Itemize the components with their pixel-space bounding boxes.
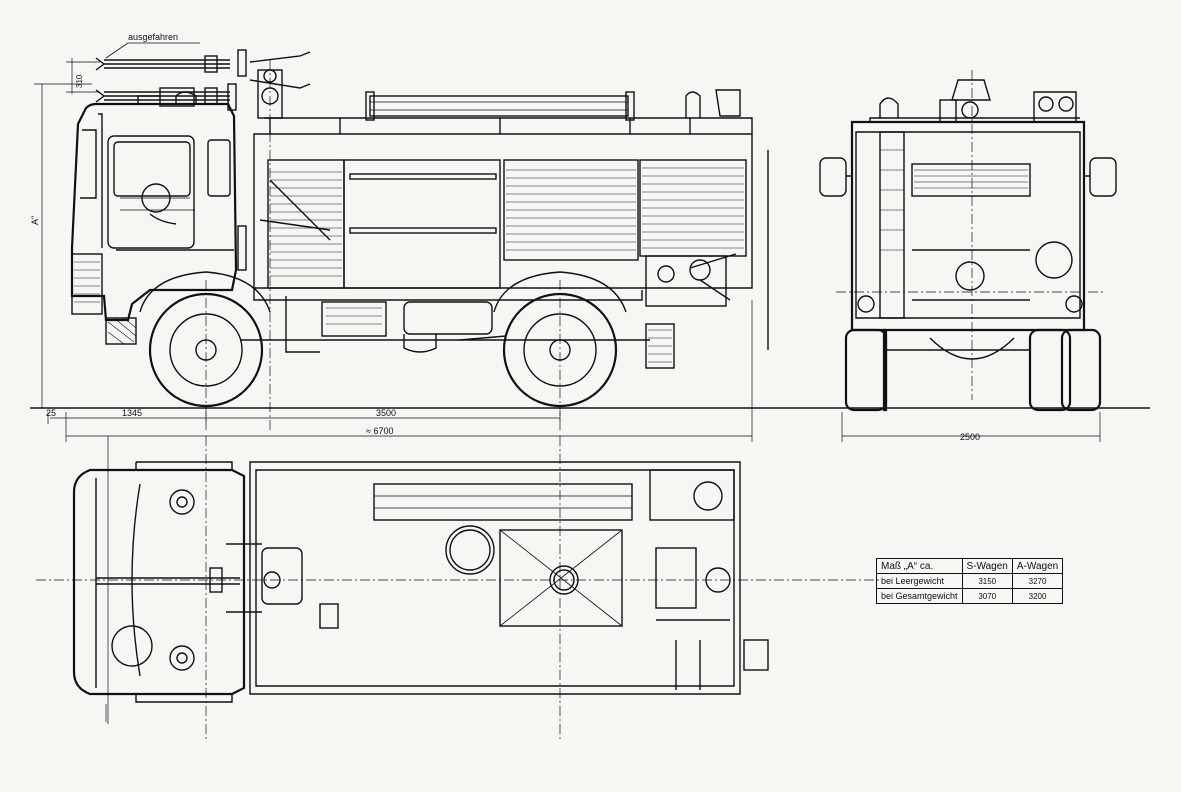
water-monitor [95, 49, 311, 430]
height-symbol: A" [30, 216, 40, 225]
table-header-label: Maß „A“ ca. [876, 558, 963, 574]
s-wagen-value: 3150 [961, 573, 1013, 589]
row-label: bei Leergewicht [876, 573, 963, 589]
row-label: bei Gesamtgewicht [876, 588, 963, 604]
overall-length-dim: ≈ 6700 [366, 426, 393, 436]
front-wheel [139, 271, 271, 430]
table-row: bei Leergewicht 3150 3270 [876, 573, 1064, 589]
side-view: A" 310 ausgefahren [30, 32, 1150, 442]
table-header-row: Maß „A“ ca. S-Wagen A-Wagen [876, 558, 1064, 574]
monitor-travel-dim: 310 [75, 74, 84, 88]
a-wagen-value: 3270 [1011, 573, 1064, 589]
wheelbase-dim: 3500 [376, 408, 396, 418]
cab [70, 87, 247, 345]
length-dimensions: 25 1345 3500 ≈ 6700 [46, 408, 752, 442]
front-offset-dim: 25 [46, 408, 56, 418]
table-header-a-wagen: A-Wagen [1011, 558, 1064, 574]
rear-wheel [493, 271, 627, 430]
extended-label: ausgefahren [128, 32, 178, 42]
front-overhang-dim: 1345 [122, 408, 142, 418]
s-wagen-value: 3070 [961, 588, 1013, 604]
rear-view: 2500 [819, 70, 1117, 442]
track-width-dim: 2500 [960, 432, 980, 442]
dimension-table: Maß „A“ ca. S-Wagen A-Wagen bei Leergewi… [876, 558, 1064, 604]
table-row: bei Gesamtgewicht 3070 3200 [876, 588, 1064, 604]
body [240, 89, 769, 369]
a-wagen-value: 3200 [1011, 588, 1064, 604]
top-view [36, 436, 880, 740]
table-header-s-wagen: S-Wagen [961, 558, 1013, 574]
